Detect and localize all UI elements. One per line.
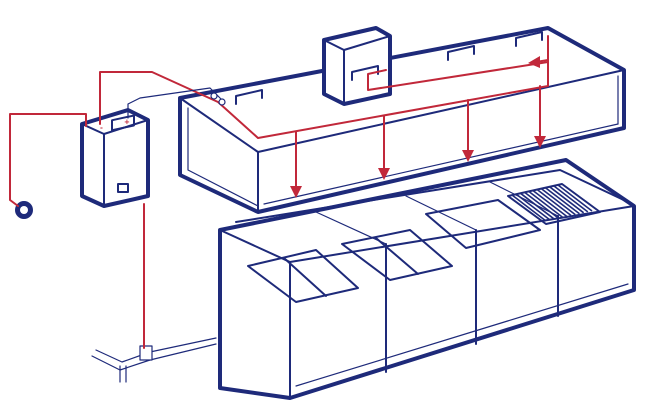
fryer-wells <box>247 229 453 303</box>
detection-line-secondary <box>127 87 223 119</box>
bracket-3 <box>515 31 543 47</box>
nozzle-drop-1 <box>290 131 302 198</box>
flow-arrow-left <box>528 56 549 68</box>
fryer-well-1 <box>247 249 359 303</box>
fan-box-front <box>322 26 392 106</box>
pull-station-cable <box>9 113 87 207</box>
exhaust-hood <box>178 26 626 214</box>
filter-brackets <box>235 31 543 105</box>
griddle-plate <box>425 199 541 249</box>
manual-pull-station <box>15 201 33 219</box>
counter-outline <box>218 158 636 400</box>
fryer-1-divider <box>283 257 327 297</box>
grate-bar <box>532 189 568 218</box>
hood-top-face <box>178 26 626 214</box>
bracket-2 <box>447 45 475 61</box>
gas-pipe-lower <box>91 343 217 371</box>
counter-top-divider-2 <box>405 195 477 231</box>
gas-valve <box>139 345 153 361</box>
grate-bar <box>549 186 585 214</box>
arrow-down-icon <box>378 168 390 180</box>
pull-station-inner <box>20 206 28 214</box>
charbroiler-grate-lines <box>511 184 593 222</box>
fryer-2-divider <box>375 237 419 275</box>
hood-inner-lower-edge-2 <box>263 123 619 205</box>
cabinet-vent <box>117 183 129 193</box>
gas-pipe-upper <box>95 337 217 363</box>
suppression-control-cabinet: - + <box>80 108 150 208</box>
counter-back-edge <box>235 169 629 223</box>
hood-front-top-edge <box>179 69 625 153</box>
grate-bar <box>540 188 576 216</box>
hood-inner-lower-edge <box>187 107 259 207</box>
grate-bar <box>519 192 555 220</box>
grate-bar <box>557 184 593 212</box>
counter-top-divider-3 <box>489 181 559 217</box>
cabinet-body <box>80 108 150 208</box>
charbroiler-grate <box>507 183 601 225</box>
hood-connector-2 <box>218 98 226 106</box>
charbroiler-outline <box>507 183 601 225</box>
detection-line-main <box>99 35 549 139</box>
suppression-piping <box>9 35 549 349</box>
cooking-line <box>218 158 636 400</box>
counter-top-divider-1 <box>315 211 387 245</box>
cabinet-display <box>111 114 135 132</box>
grate-bar <box>553 185 589 213</box>
grate-bar <box>528 190 564 218</box>
detection-line-fanbox <box>367 61 549 91</box>
terminal-plus-label: + <box>124 118 130 126</box>
fryer-well-2 <box>341 229 453 281</box>
terminal-minus-label: - <box>100 124 103 132</box>
arrow-down-icon <box>534 136 546 148</box>
nozzle-drop-2 <box>378 115 390 180</box>
nozzle-drop-3 <box>462 99 474 162</box>
arrow-down-icon <box>462 150 474 162</box>
exhaust-fan-box <box>322 26 392 106</box>
grate-bar <box>511 194 547 222</box>
counter-kick-plate <box>295 283 629 387</box>
nozzle-drop-4 <box>534 85 546 148</box>
gas-supply-pipe <box>91 337 217 383</box>
bracket-4 <box>351 65 379 81</box>
grate-bar <box>536 188 572 217</box>
grate-bar <box>524 191 560 219</box>
arrow-left-icon <box>528 56 540 68</box>
grate-bar <box>515 193 551 221</box>
arrow-down-icon <box>290 186 302 198</box>
hood-connector-1 <box>210 92 218 100</box>
bracket-1 <box>235 89 263 105</box>
grate-bar <box>544 187 580 215</box>
